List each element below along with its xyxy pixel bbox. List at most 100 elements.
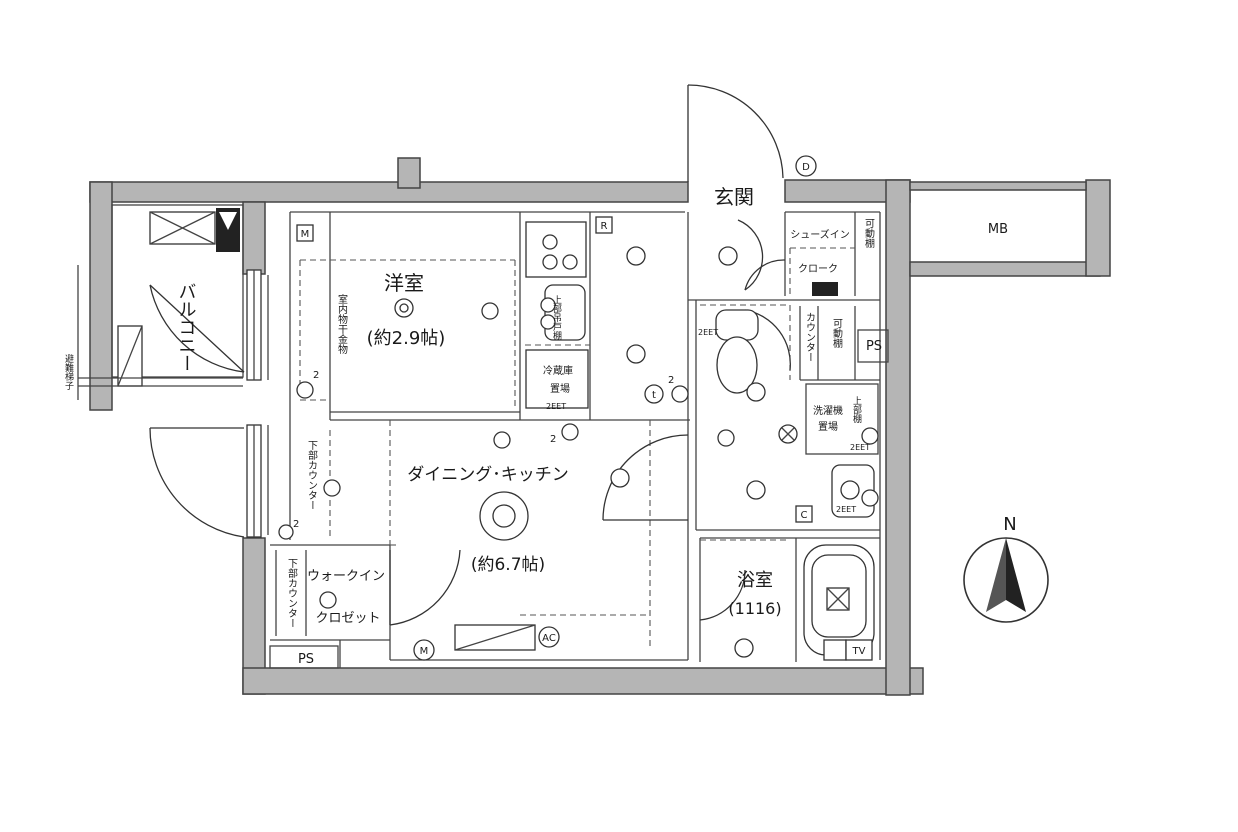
lower-window-swing [149,427,245,538]
outlet [481,302,499,320]
compass-north-label: N [1003,514,1016,535]
mb-wall-north [909,181,1087,191]
main-ceiling-light-inner [492,504,516,528]
t-circle [644,384,664,404]
outlet [561,423,579,441]
basin-drain [840,480,860,500]
fridge-space-label-1: 冷蔵庫 [543,364,573,377]
shoes-door-swing-2 [744,259,786,291]
eet-label: 2EET [850,443,870,452]
toilet-bowl [716,336,758,394]
upper-shelf-label: 上部棚 [851,396,862,424]
m-box [296,224,314,242]
ac-label: AC [542,633,556,644]
outlet [296,381,314,399]
counter-label: カウンター [804,312,816,362]
ps-box-1 [269,645,339,669]
ps-label-1: PS [298,652,314,667]
m-label: M [301,229,310,240]
burner [542,234,558,250]
fixtures [454,221,875,656]
bath-outlet [734,638,754,658]
shoes-mark [812,282,838,296]
two-label: 2 [668,375,674,386]
indoor-drying-label: 室内物干金物 [336,293,348,355]
burner [562,254,578,270]
mb-wall-east [1085,179,1111,277]
symbols: M R C D M AC t TV 2 2 2 2 2EET 2EET 2EET… [293,155,873,661]
kitchen-sink [544,284,586,341]
m-circle-label: M [420,646,429,657]
downlight [626,246,646,266]
balcony-door-leaf [149,284,245,373]
tv-label: TV [852,646,866,657]
west-wall-upper [242,201,266,275]
closet-door-swing [389,549,461,626]
movable-shelf-label-2: 可動棚 [831,318,843,349]
bathroom-size: (1116) [728,599,781,618]
outlet [493,431,511,449]
upper-cupboard-label: 上部吊戸棚 [551,295,562,341]
south-wall [242,667,924,695]
walls [89,157,1111,696]
shoes-in-cloak-label-2: クローク [798,263,838,275]
ac-circle [538,626,560,648]
lower-counter-label-2: 下部カウンター [286,558,298,628]
lower-counter-label-1: 下部カウンター [306,440,318,510]
fridge-space [525,349,589,409]
wall-light [610,468,630,488]
burner [542,254,558,270]
water-heater-mark [219,212,237,230]
m-circle [413,639,435,661]
mb-label: MB [988,222,1008,237]
movable-shelf-label-1: 可動棚 [863,218,875,249]
east-wall [885,179,911,696]
downlight [746,382,766,402]
dining-kitchen-label: ダイニング･キッチン [407,465,569,485]
bath-drain-x [826,587,850,611]
escape-hatch-line [117,325,143,387]
entrance-door-swing [687,84,784,179]
west-wall-balcony [89,181,113,411]
outlet [540,297,556,313]
north-wall-west [89,181,689,203]
bathroom-label: 浴室 [737,570,773,591]
c-box [795,505,813,523]
t-label: t [652,390,656,401]
western-room-size: (約2.9帖) [367,328,446,349]
outlet [540,314,556,330]
western-room-label: 洋室 [384,271,424,295]
d-circle [795,155,817,177]
shoes-door-swing-1 [737,219,764,291]
balcony-area [77,204,269,538]
fixture-labels: 室内物干金物 下部カウンター 下部カウンター カウンター 可動棚 可動棚 上部吊… [63,218,1008,669]
toilet-tank [715,309,759,341]
exhaust-fan-x [781,427,795,441]
kitchen-door-swing [602,434,689,521]
outlet [323,479,341,497]
walkin-closet-label-2: クロゼット [315,611,380,626]
heater-box-line [454,624,536,651]
ps-box-2 [857,329,889,363]
partitions [270,211,881,668]
r-box [595,216,613,234]
two-label: 2 [293,519,299,530]
outlet [278,524,294,540]
balcony-label: バルコニー [176,282,197,372]
mb-wall-south [909,261,1101,277]
lights [278,246,879,658]
walkin-closet-label-1: ウォークイン [307,569,385,584]
d-label: D [802,162,810,173]
dining-kitchen-size: (約6.7帖) [471,555,545,575]
downlight [718,246,738,266]
outlet [861,427,879,445]
ceiling-light-inner [399,303,409,313]
stove [525,221,587,278]
outlet [861,489,879,507]
c-label: C [801,510,808,521]
downlight [626,344,646,364]
eet-label: 2EET [836,505,856,514]
two-label: 2 [313,370,319,381]
washer-area-box [805,383,879,455]
